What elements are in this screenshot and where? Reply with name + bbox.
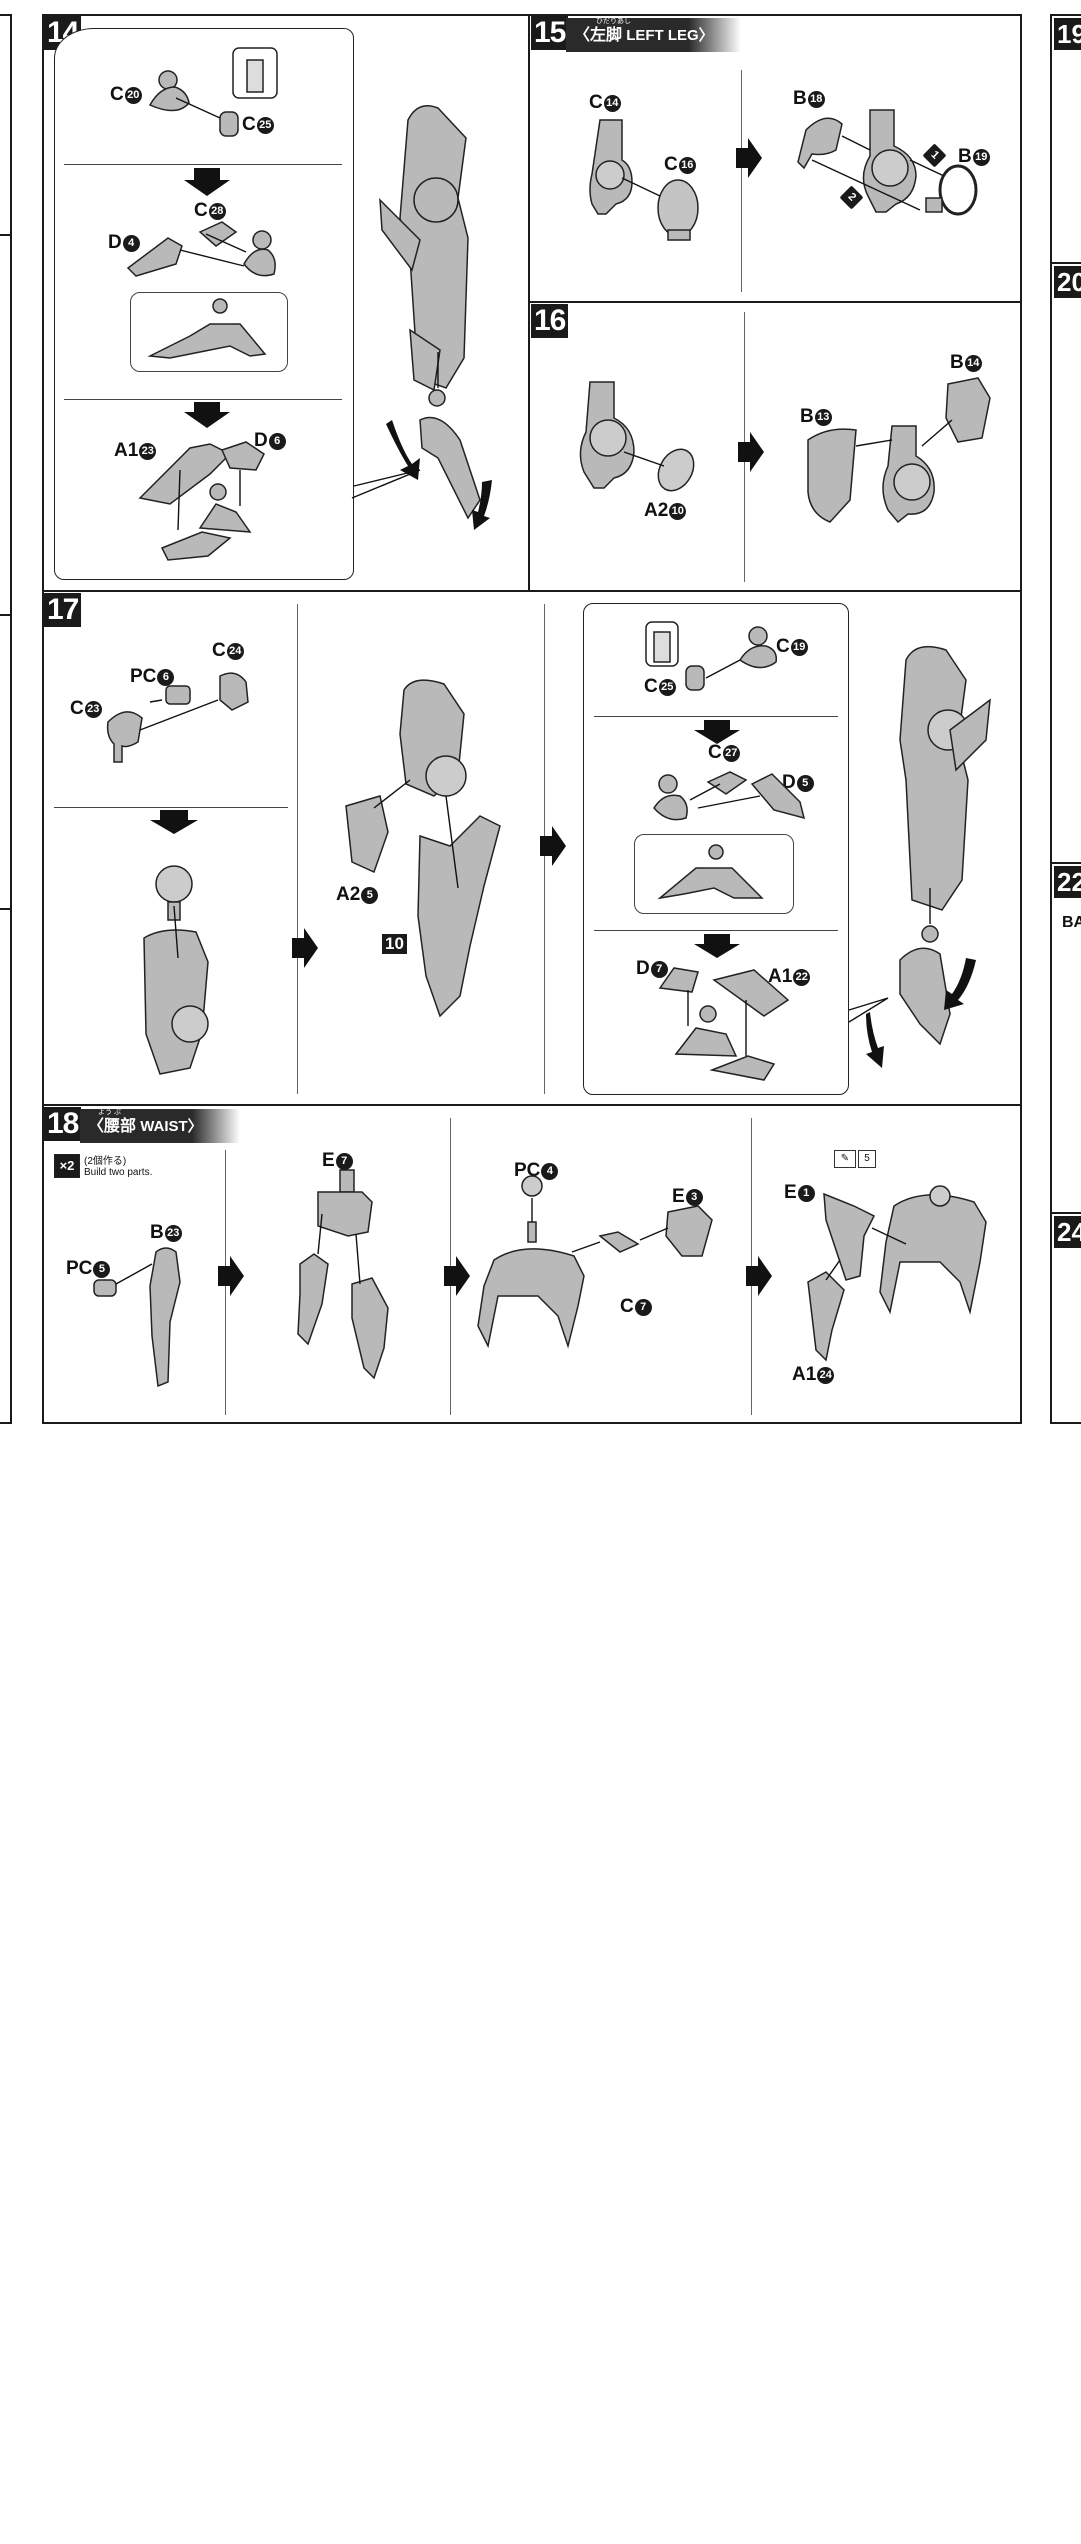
divider xyxy=(1050,862,1081,864)
next-page-edge xyxy=(1050,14,1081,1424)
left-page-edge xyxy=(0,14,12,1424)
step-arrow xyxy=(444,1256,470,1296)
tool-count: 5 xyxy=(858,1150,876,1168)
step-arrow xyxy=(738,432,764,472)
divider xyxy=(1050,1212,1081,1214)
left-edge-divider xyxy=(0,614,12,616)
step-15-title: ひだりあし 〈左脚 LEFT LEG〉 xyxy=(566,18,741,52)
step-arrow xyxy=(218,1256,244,1296)
step-18-illustration xyxy=(93,1169,987,1388)
side-step-24: 24 xyxy=(1054,1216,1081,1248)
step-17-illustration xyxy=(106,621,991,1081)
subpanel-divider xyxy=(594,930,838,931)
divider xyxy=(528,301,1022,303)
divider xyxy=(528,14,530,592)
subpanel-divider xyxy=(594,716,838,717)
tool-icon-box: ✎ xyxy=(834,1150,856,1168)
step-arrow xyxy=(292,928,318,968)
ref-step-10: 10 xyxy=(382,934,407,954)
step-arrow xyxy=(746,1256,772,1296)
step-divider xyxy=(297,604,298,1094)
main-page-frame xyxy=(42,14,1022,1424)
side-label: BA xyxy=(1062,914,1081,931)
step-18-number: 18 xyxy=(44,1107,82,1141)
step-14-illustration xyxy=(126,47,492,561)
subpanel-divider xyxy=(64,164,342,165)
build-two-badge: ×2 xyxy=(54,1154,80,1178)
divider xyxy=(1050,262,1081,264)
divider xyxy=(42,590,1022,592)
step-16-number: 16 xyxy=(531,304,569,338)
side-step-19: 19 xyxy=(1054,18,1081,50)
build-two-note-jp: (2個作る) xyxy=(84,1156,127,1167)
left-edge-divider xyxy=(0,234,12,236)
step-arrow xyxy=(736,138,762,178)
step-18-title: よう ぶ 〈腰部 WAIST〉 xyxy=(80,1109,240,1143)
subpanel-divider xyxy=(64,399,342,400)
divider xyxy=(42,1104,1022,1106)
step-16-illustration xyxy=(579,377,991,524)
side-step-22: 22 xyxy=(1054,866,1081,898)
step-divider xyxy=(741,70,742,292)
step-arrow xyxy=(540,826,566,866)
subpanel-divider xyxy=(54,807,288,808)
step-15-number: 15 xyxy=(531,16,569,50)
side-step-20: 20 xyxy=(1054,266,1081,298)
left-edge-divider xyxy=(0,908,12,910)
build-two-note-en: Build two parts. xyxy=(84,1167,153,1178)
step-17-number: 17 xyxy=(44,593,82,627)
step-15-illustration xyxy=(589,109,978,241)
